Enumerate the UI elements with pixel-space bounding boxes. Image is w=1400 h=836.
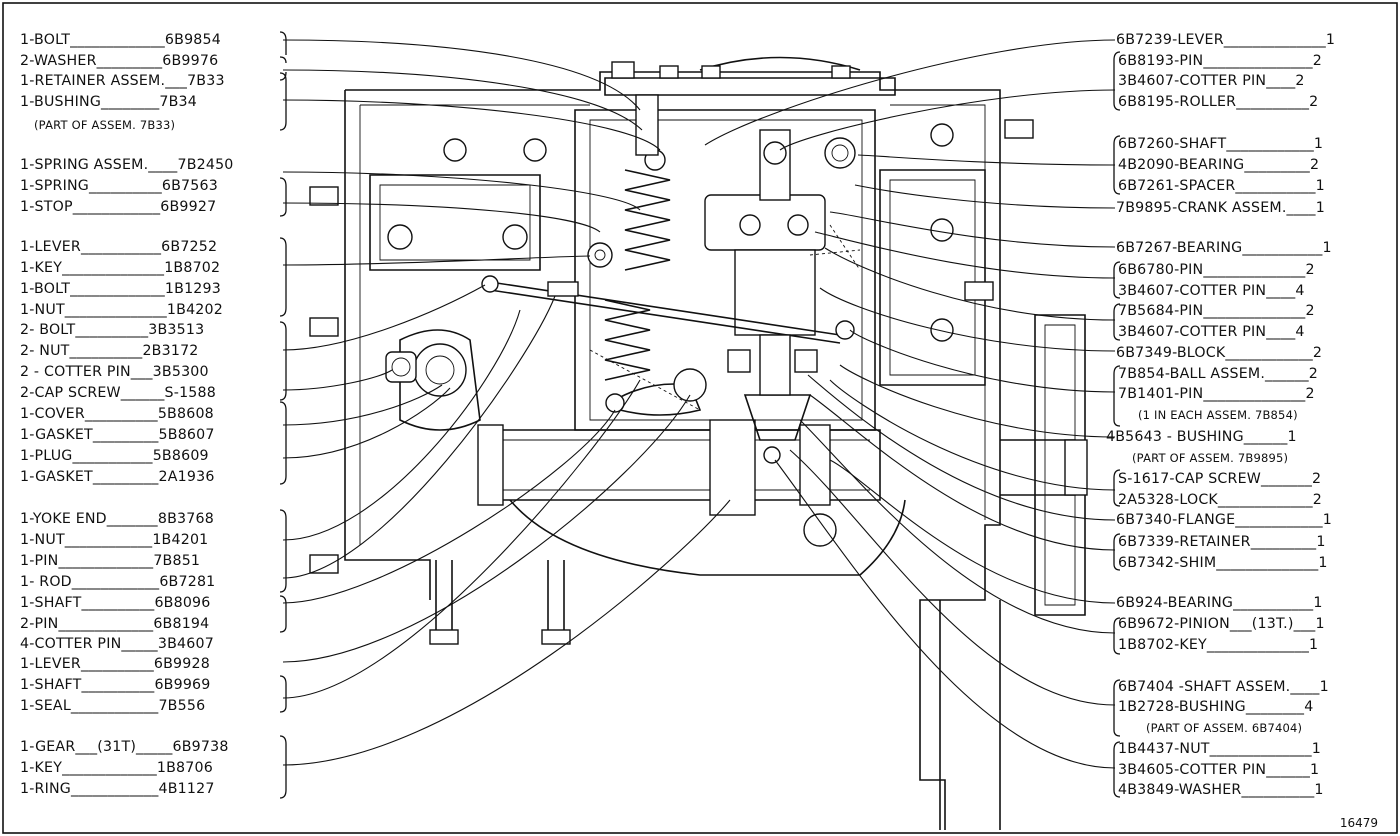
part-label: 6B9672-PINION___(13T.)___1 (1118, 616, 1325, 632)
part-label: 2-WASHER_________6B9976 (20, 53, 219, 69)
part-label: 1-YOKE END_______8B3768 (20, 511, 214, 527)
part-label: 1-PLUG___________5B8609 (20, 448, 209, 464)
part-label: 1-STOP____________6B9927 (20, 199, 217, 215)
part-label: 6B7267-BEARING___________1 (1116, 240, 1332, 256)
part-label: 6B7339-RETAINER_________1 (1118, 534, 1326, 550)
part-label: 7B5684-PIN______________2 (1118, 303, 1315, 319)
part-label: 6B7239-LEVER______________1 (1116, 32, 1336, 48)
part-label: 1-BOLT_____________6B9854 (20, 32, 221, 48)
part-label: 6B7261-SPACER___________1 (1118, 178, 1325, 194)
part-label: 4B2090-BEARING_________2 (1118, 157, 1320, 173)
part-label: 1-GEAR___(31T)_____6B9738 (20, 739, 229, 755)
part-label: 6B6780-PIN______________2 (1118, 262, 1315, 278)
part-label: 1-NUT______________1B4202 (20, 302, 223, 318)
part-label: 3B4607-COTTER PIN____4 (1118, 324, 1305, 340)
part-label: 6B7340-FLANGE____________1 (1116, 512, 1333, 528)
part-label: 3B4605-COTTER PIN______1 (1118, 762, 1320, 778)
part-label: 2- BOLT__________3B3513 (20, 322, 205, 338)
part-label: 6B7404 -SHAFT ASSEM.____1 (1118, 679, 1329, 695)
part-label: 1-LEVER__________6B9928 (20, 656, 210, 672)
part-label: 1B4437-NUT______________1 (1118, 741, 1321, 757)
part-label: 7B9895-CRANK ASSEM.____1 (1116, 200, 1325, 216)
part-label: 1-GASKET_________5B8607 (20, 427, 215, 443)
part-note: (1 IN EACH ASSEM. 7B854) (1138, 408, 1298, 422)
right-leader-lines (704, 39, 1116, 769)
part-label: 1-NUT____________1B4201 (20, 532, 209, 548)
part-label: 3B4607-COTTER PIN____2 (1118, 73, 1305, 89)
part-label: 2-CAP SCREW______S-1588 (20, 385, 216, 401)
part-label: 1-RING____________4B1127 (20, 781, 215, 797)
left-leader-lines (282, 39, 731, 766)
part-label: 1-SPRING__________6B7563 (20, 178, 218, 194)
part-label: 7B854-BALL ASSEM.______2 (1118, 366, 1319, 382)
part-label: 1-RETAINER ASSEM.___7B33 (20, 73, 225, 89)
part-label: 1-LEVER___________6B7252 (20, 239, 218, 255)
part-label: 1B2728-BUSHING________4 (1118, 699, 1314, 715)
part-label: 1-SHAFT__________6B8096 (20, 595, 211, 611)
mechanism-illustration (309, 56, 1088, 830)
part-label: 2- NUT__________2B3172 (20, 343, 199, 359)
part-label: 1-GASKET_________2A1936 (20, 469, 215, 485)
part-label: 1- ROD____________6B7281 (20, 574, 216, 590)
part-note: (PART OF ASSEM. 7B9895) (1132, 451, 1289, 465)
part-label: 6B7260-SHAFT____________1 (1118, 136, 1324, 152)
part-label: 1-SHAFT__________6B9969 (20, 677, 211, 693)
part-label: 1-PIN_____________7B851 (20, 553, 201, 569)
part-label: 6B924-BEARING___________1 (1116, 595, 1323, 611)
part-label: 1B8702-KEY______________1 (1118, 637, 1319, 653)
part-label: 2-PIN_____________6B8194 (20, 616, 210, 632)
part-label: 1-KEY______________1B8702 (20, 260, 221, 276)
part-label: 1-BOLT_____________1B1293 (20, 281, 221, 297)
part-note: (PART OF ASSEM. 6B7404) (1146, 721, 1303, 735)
part-label: 1-COVER__________5B8608 (20, 406, 214, 422)
part-label: 6B7342-SHIM______________1 (1118, 555, 1328, 571)
part-label: S-1617-CAP SCREW_______2 (1118, 471, 1322, 487)
part-label: 6B8193-PIN_______________2 (1118, 53, 1322, 69)
part-label: 1-KEY_____________1B8706 (20, 760, 213, 776)
part-note: (PART OF ASSEM. 7B33) (34, 118, 176, 132)
part-label: 2A5328-LOCK_____________2 (1118, 492, 1322, 508)
part-label: 1-SEAL____________7B556 (20, 698, 206, 714)
left-braces (279, 31, 287, 799)
part-label: 3B4607-COTTER PIN____4 (1118, 283, 1305, 299)
part-label: 2 - COTTER PIN___3B5300 (20, 364, 209, 380)
part-label: 1-SPRING ASSEM.____7B2450 (20, 157, 234, 173)
right-braces (1113, 51, 1121, 798)
part-label: 4B5643 - BUSHING______1 (1106, 429, 1297, 445)
part-label: 4B3849-WASHER__________1 (1118, 782, 1324, 798)
part-label: 4-COTTER PIN_____3B4607 (20, 636, 214, 652)
figure-number: 16479 (1339, 816, 1378, 830)
part-label: 7B1401-PIN______________2 (1118, 386, 1315, 402)
part-label: 6B7349-BLOCK____________2 (1116, 345, 1323, 361)
part-label: 1-BUSHING________7B34 (20, 94, 197, 110)
part-label: 6B8195-ROLLER__________2 (1118, 94, 1319, 110)
